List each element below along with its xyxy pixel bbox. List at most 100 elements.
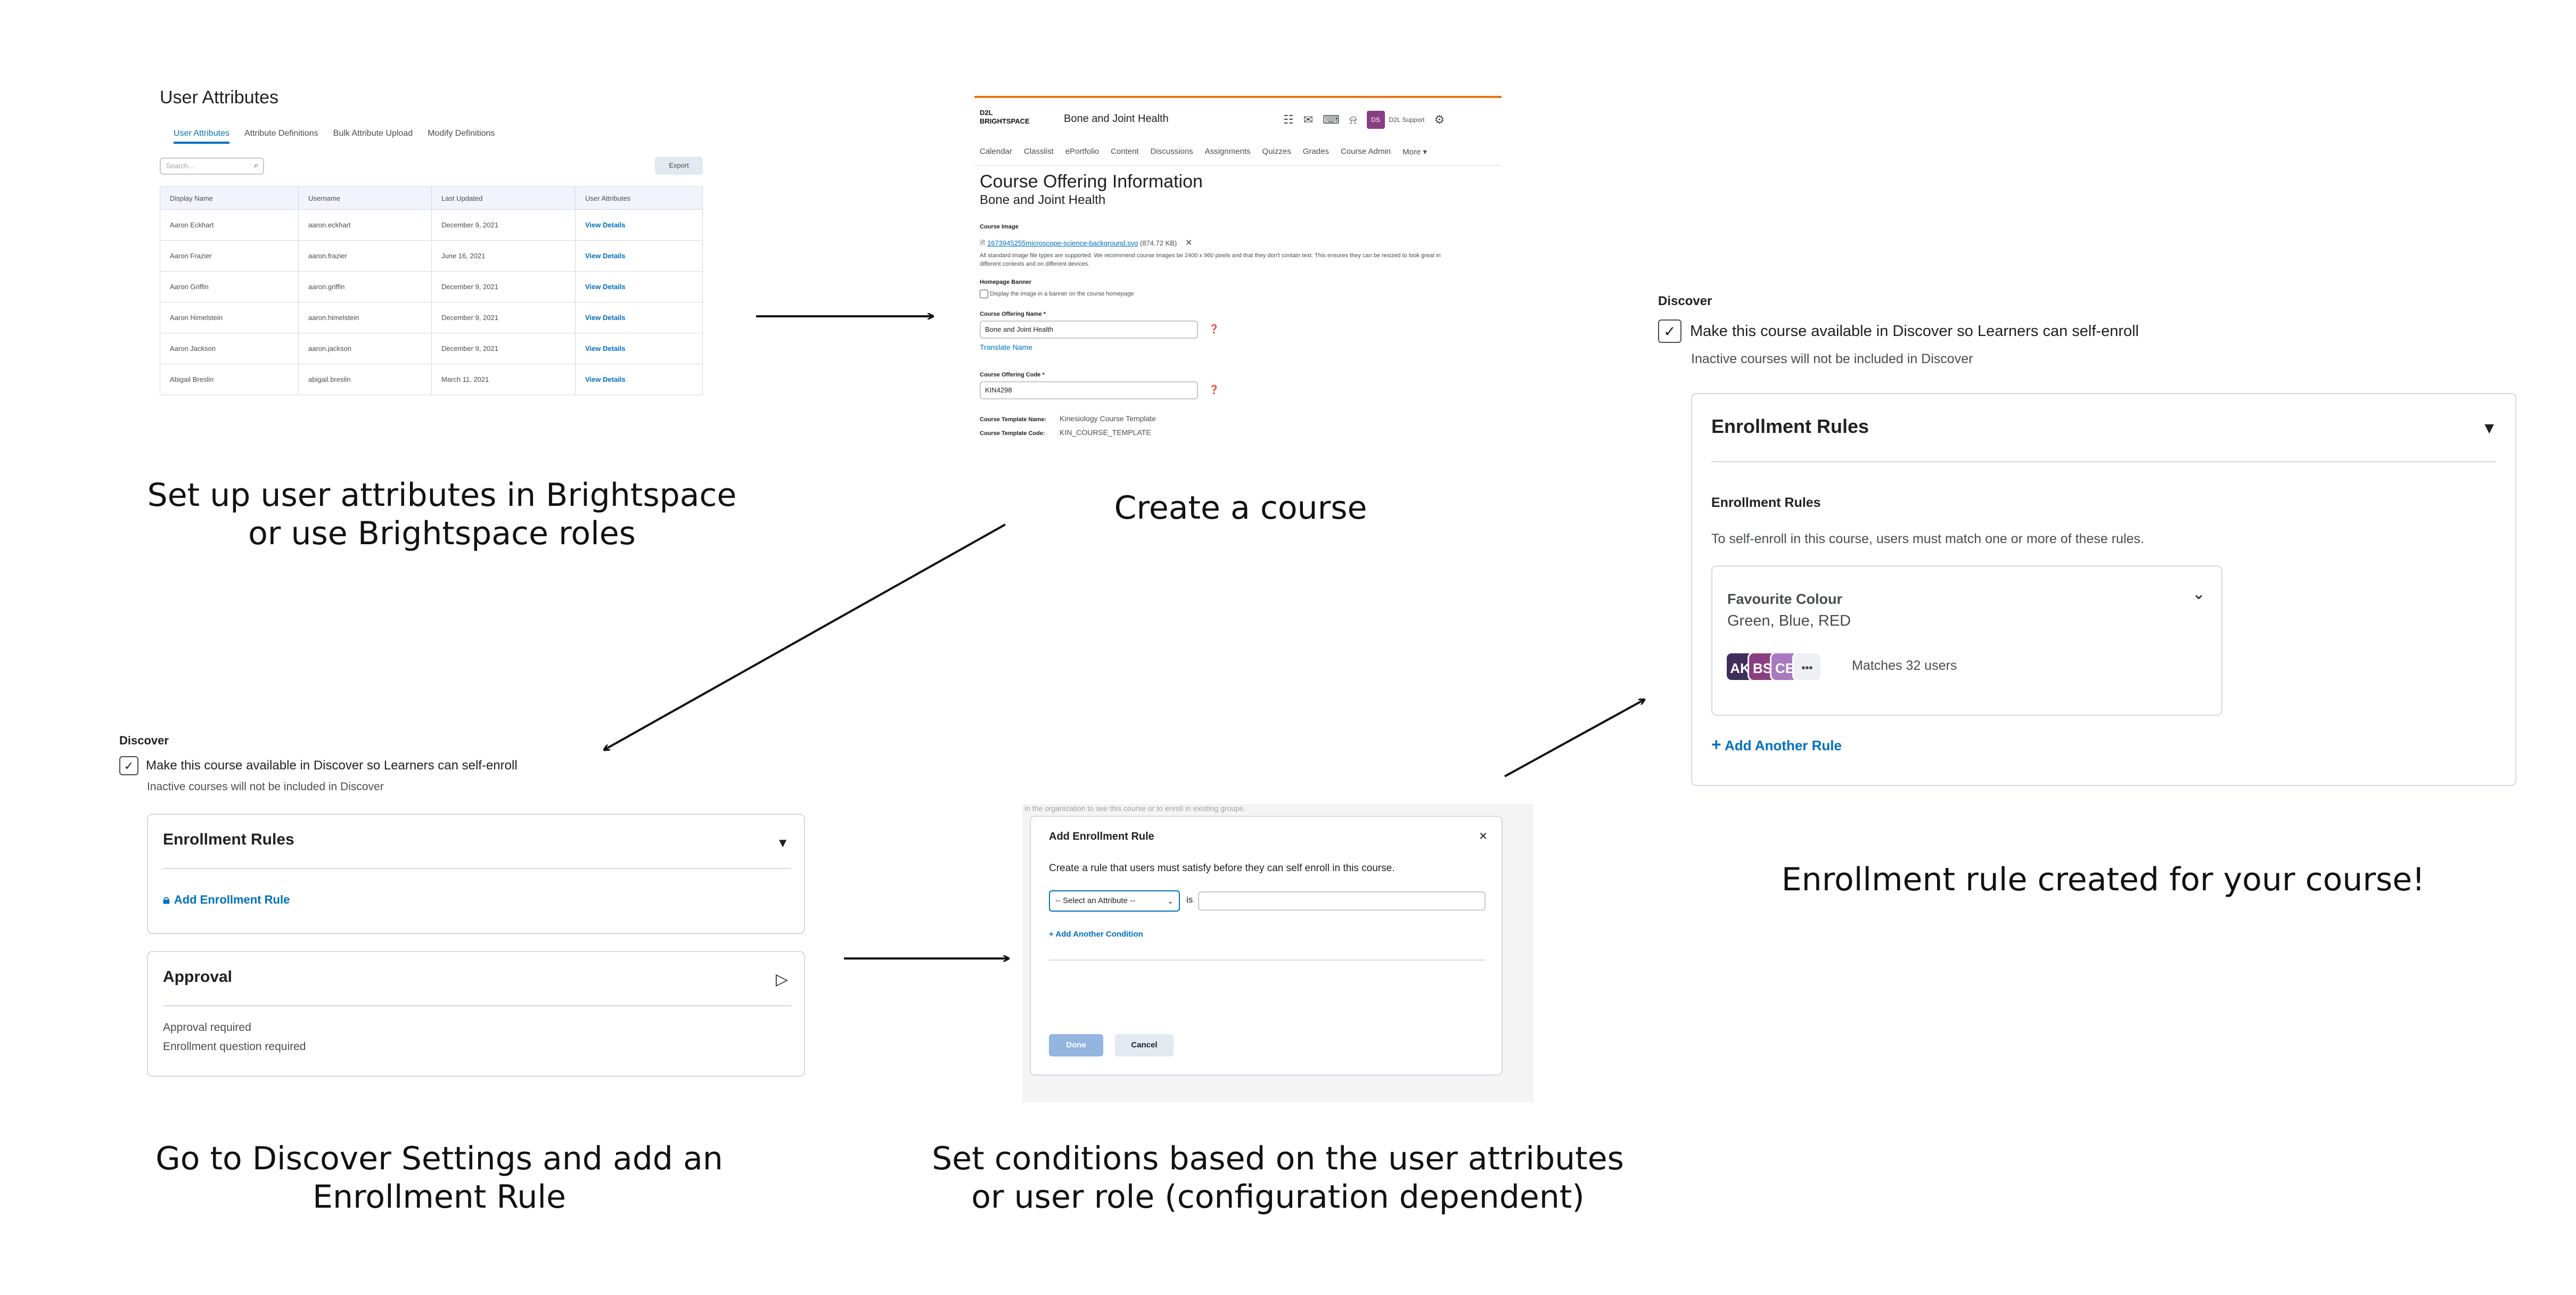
- attribute-tabs: User Attributes Attribute Definitions Bu…: [174, 129, 495, 144]
- display-name-cell: Abigail Breslin: [160, 364, 299, 395]
- arrow-step4-to-step5: [1504, 700, 1644, 777]
- username-cell: aaron.jackson: [298, 333, 432, 364]
- user-attributes-panel: User Attributes User Attributes Attribut…: [160, 85, 703, 395]
- column-header[interactable]: Last Updated: [431, 186, 576, 210]
- help-icon[interactable]: ❓: [1209, 325, 1219, 334]
- page-title: Course Offering Information: [980, 171, 1203, 192]
- mail-icon[interactable]: ✉: [1303, 113, 1314, 126]
- user-name[interactable]: D2L Support: [1389, 116, 1425, 124]
- view-details-link[interactable]: View Details: [575, 209, 703, 241]
- attribute-value-input[interactable]: [1198, 891, 1486, 911]
- column-header[interactable]: Display Name: [160, 186, 299, 210]
- view-details-link[interactable]: View Details: [575, 333, 703, 364]
- homepage-banner-label: Homepage Banner: [980, 279, 1032, 285]
- nav-item[interactable]: Quizzes: [1262, 147, 1291, 156]
- avatar[interactable]: DS: [1366, 111, 1385, 129]
- nav-item[interactable]: More ▾: [1402, 147, 1428, 157]
- export-button[interactable]: Export: [655, 157, 703, 175]
- add-another-rule-button[interactable]: + Add Another Rule: [1711, 735, 1842, 755]
- chat-icon[interactable]: ⌨: [1323, 113, 1340, 126]
- nav-item[interactable]: Assignments: [1204, 147, 1251, 156]
- view-details-link[interactable]: View Details: [575, 240, 703, 272]
- course-title[interactable]: Bone and Joint Health: [1064, 113, 1169, 125]
- display-name-cell: Aaron Himelstein: [160, 302, 299, 333]
- view-details-link[interactable]: View Details: [575, 364, 703, 395]
- tab-modify-definitions[interactable]: Modify Definitions: [428, 129, 495, 138]
- table-row: Abigail Breslin abigail.breslin March 11…: [160, 364, 703, 395]
- rule-card[interactable]: Favourite Colour Green, Blue, RED ⌄ AK B…: [1711, 565, 2222, 716]
- inactive-note: Inactive courses will not be included in…: [147, 781, 384, 793]
- template-name-label: Course Template Name:: [980, 416, 1047, 423]
- view-details-link[interactable]: View Details: [575, 302, 703, 333]
- add-another-rule-label: Add Another Rule: [1724, 737, 1842, 753]
- cancel-button[interactable]: Cancel: [1115, 1034, 1174, 1056]
- close-icon[interactable]: ✕: [1479, 831, 1488, 842]
- caret-down-icon[interactable]: ▼: [776, 836, 789, 850]
- course-code-field[interactable]: KIN4298: [980, 381, 1198, 399]
- approval-card: Approval ▷ Approval required Enrollment …: [147, 951, 805, 1077]
- close-icon[interactable]: ✕: [1185, 239, 1193, 248]
- template-code-value: KIN_COURSE_TEMPLATE: [1060, 428, 1151, 437]
- caption-step2: Create a course: [1114, 489, 1367, 527]
- nav-item[interactable]: ePortfolio: [1065, 147, 1100, 156]
- operator-label: is: [1186, 895, 1193, 905]
- dialog-title: Add Enrollment Rule: [1049, 831, 1154, 842]
- discover-checkbox-label: Make this course available in Discover s…: [146, 758, 518, 773]
- table-row: Aaron Griffin aaron.griffin December 9, …: [160, 271, 703, 302]
- course-code-label: Course Offering Code *: [980, 372, 1045, 378]
- translate-name-link[interactable]: Translate Name: [980, 343, 1033, 351]
- add-enrollment-rule-button[interactable]: 🔒︎ Add Enrollment Rule: [163, 892, 290, 907]
- search-icon[interactable]: ⌕: [254, 161, 259, 170]
- attribute-select[interactable]: -- Select an Attribute -- ⌄: [1049, 890, 1180, 912]
- nav-item[interactable]: Classlist: [1023, 147, 1054, 156]
- background-text: in the organization to see this course o…: [1024, 804, 1245, 813]
- nav-item[interactable]: Content: [1111, 147, 1139, 156]
- attribute-select-value: -- Select an Attribute --: [1055, 896, 1136, 905]
- caret-down-icon[interactable]: ▼: [2481, 420, 2497, 437]
- nav-item[interactable]: Calendar: [980, 147, 1012, 156]
- discover-checkbox-row: ✓ Make this course available in Discover…: [119, 756, 518, 775]
- discover-checkbox[interactable]: ✓: [119, 756, 138, 775]
- view-details-link[interactable]: View Details: [575, 271, 703, 302]
- grid-icon[interactable]: ☷: [1283, 113, 1294, 126]
- discover-checkbox[interactable]: ✓: [1658, 319, 1681, 343]
- page-subtitle: Bone and Joint Health: [980, 193, 1106, 207]
- divider: [1711, 461, 2496, 462]
- add-condition-button[interactable]: + Add Another Condition: [1049, 930, 1143, 939]
- chevron-down-icon[interactable]: ⌄: [2192, 585, 2205, 603]
- chevron-down-icon: ⌄: [1167, 897, 1174, 905]
- display-name-cell: Aaron Jackson: [160, 333, 299, 364]
- image-file-link[interactable]: 1673945255microscope-science-background.…: [987, 239, 1138, 247]
- file-icon: 🗎: [980, 239, 986, 247]
- help-icon[interactable]: ❓: [1209, 386, 1219, 395]
- more-users-icon[interactable]: •••: [1792, 652, 1822, 682]
- image-guidelines: All standard image file types are suppor…: [980, 252, 1441, 267]
- table-row: Aaron Jackson aaron.jackson December 9, …: [160, 333, 703, 364]
- last-updated-cell: December 9, 2021: [431, 302, 576, 333]
- logo-line2: BRIGHTSPACE: [980, 117, 1030, 125]
- table-header-row: Display Name Username Last Updated User …: [160, 186, 703, 210]
- done-button[interactable]: Done: [1049, 1034, 1103, 1056]
- page-title: User Attributes: [160, 87, 278, 108]
- column-header[interactable]: Username: [298, 186, 432, 210]
- bell-icon[interactable]: ⍾: [1349, 113, 1357, 126]
- banner-checkbox-row: Display the image in a banner on the cou…: [980, 290, 1134, 298]
- add-enrollment-rule-label: Add Enrollment Rule: [174, 893, 290, 906]
- enrollment-rules-card: Enrollment Rules ▼ Enrollment Rules To s…: [1691, 393, 2516, 786]
- divider: [1049, 960, 1486, 961]
- tab-attribute-definitions[interactable]: Attribute Definitions: [244, 129, 318, 138]
- brightspace-logo[interactable]: D2L BRIGHTSPACE: [980, 109, 1030, 126]
- course-name-field[interactable]: Bone and Joint Health: [980, 321, 1198, 339]
- search-input[interactable]: Search... ⌕: [160, 158, 264, 175]
- banner-checkbox[interactable]: [980, 290, 988, 298]
- tab-bulk-attribute-upload[interactable]: Bulk Attribute Upload: [333, 129, 413, 138]
- caret-right-icon[interactable]: ▷: [775, 971, 788, 988]
- nav-item[interactable]: Course Admin: [1340, 147, 1391, 156]
- nav-item[interactable]: Discussions: [1150, 147, 1193, 156]
- tab-user-attributes[interactable]: User Attributes: [174, 129, 229, 144]
- nav-item[interactable]: Grades: [1302, 147, 1329, 156]
- gear-icon[interactable]: ⚙: [1434, 113, 1445, 126]
- discover-section-label: Discover: [1658, 294, 1712, 308]
- logo-line1: D2L: [980, 109, 993, 117]
- approval-title: Approval: [163, 968, 233, 986]
